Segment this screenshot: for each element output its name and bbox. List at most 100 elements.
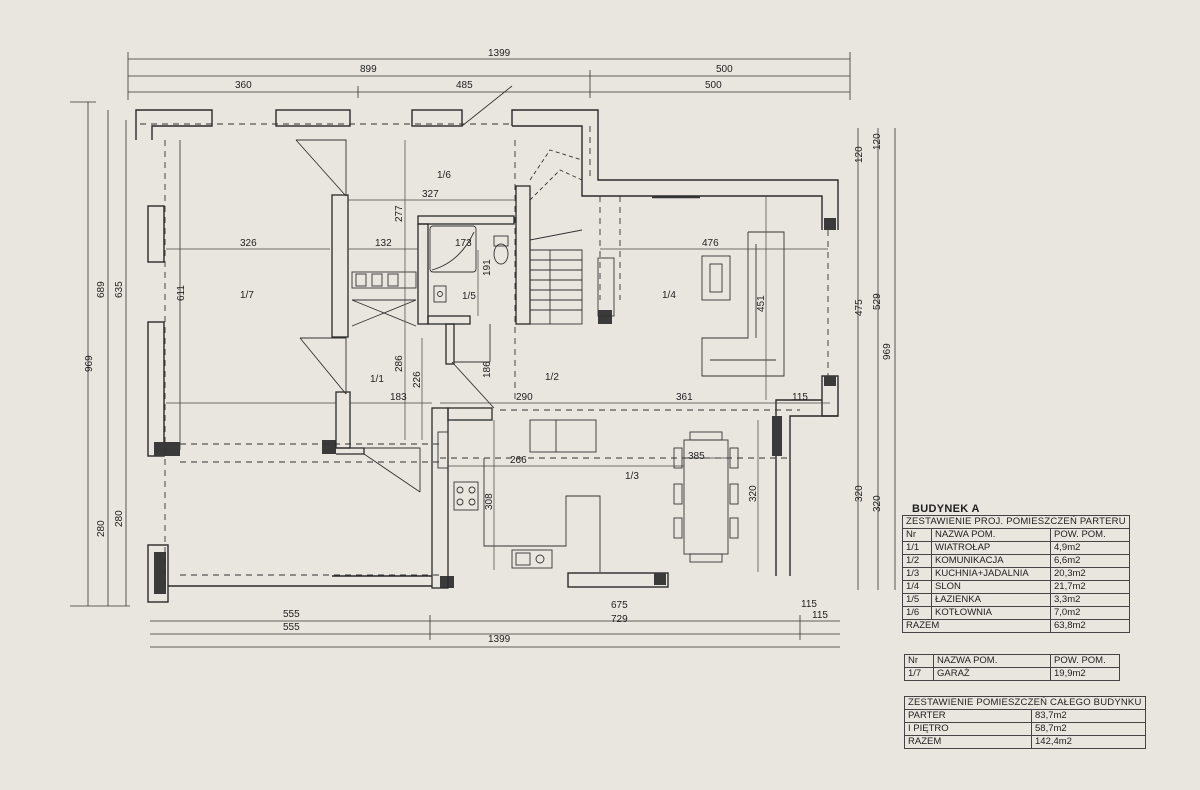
cell-name: KOMUNIKACJA	[931, 554, 1051, 568]
dim-left-total: 969	[84, 355, 95, 372]
dim-266: 266	[510, 455, 527, 466]
cell-nr: 1/3	[902, 567, 932, 581]
dim-right-c: 475	[854, 299, 865, 316]
structural-columns	[154, 218, 836, 594]
table-header-name: NAZWA POM.	[931, 528, 1051, 542]
dim-191: 191	[482, 259, 493, 276]
cell-name: KUCHNIA+JADALNIA	[931, 567, 1051, 581]
table-header-nr: Nr	[902, 528, 932, 542]
room-label-1-3: 1/3	[625, 471, 639, 482]
dim-bottom-c: 115	[801, 599, 817, 610]
dim-286: 286	[394, 355, 405, 372]
dim-right-f: 320	[854, 485, 865, 502]
cell-area: 142,4m2	[1031, 735, 1146, 749]
dimension-lines-bottom	[150, 615, 840, 648]
dim-top-e: 500	[705, 80, 722, 91]
dim-186: 186	[482, 361, 493, 378]
dim-right-b: 120	[872, 133, 883, 150]
whole-building-table-caption: ZESTAWIENIE POMIESZCZEŃ CAŁEGO BUDYNKU	[904, 696, 1146, 710]
dim-top-a: 899	[360, 64, 377, 75]
whole-building-table: ZESTAWIENIE POMIESZCZEŃ CAŁEGO BUDYNKU P…	[904, 696, 1146, 749]
dim-bottom-a: 555	[283, 609, 300, 620]
ground-floor-rooms-table: ZESTAWIENIE PROJ. POMIESZCZEŃ PARTERU Nr…	[902, 515, 1130, 633]
dim-bottom-e: 729	[611, 614, 628, 625]
dim-left-a: 689	[96, 281, 107, 298]
cell-nr: 1/4	[902, 580, 932, 594]
dim-326: 326	[240, 238, 257, 249]
bathroom-fixtures	[429, 225, 509, 303]
dim-left-d: 280	[96, 520, 107, 537]
dim-226: 226	[412, 371, 423, 388]
cell-nr: 1/5	[902, 593, 932, 607]
dimension-lines-top	[127, 52, 851, 100]
dim-132: 132	[375, 238, 392, 249]
dim-bottom-d: 555	[283, 622, 300, 633]
cell-area: 3,3m2	[1050, 593, 1130, 607]
dim-top-b: 500	[716, 64, 733, 75]
cell-area: 20,3m2	[1050, 567, 1130, 581]
dim-top-c: 360	[235, 80, 252, 91]
garage-header-nr: Nr	[904, 654, 934, 668]
cell-nr: 1/6	[902, 606, 932, 620]
ground-floor-table-caption: ZESTAWIENIE PROJ. POMIESZCZEŃ PARTERU	[902, 515, 1130, 529]
cell-nr: 1/7	[904, 667, 934, 681]
dim-bottom-total: 1399	[488, 634, 511, 645]
cell-name: SLON	[931, 580, 1051, 594]
exterior-walls	[135, 109, 839, 603]
cell-name: WIATROŁAP	[931, 541, 1051, 555]
room-label-1-2: 1/2	[545, 372, 559, 383]
dim-left-b: 635	[114, 281, 125, 298]
garage-header-name: NAZWA POM.	[933, 654, 1051, 668]
cell-area: 21,7m2	[1050, 580, 1130, 594]
garage-header-area: POW. POM.	[1050, 654, 1120, 668]
dim-right-e: 969	[882, 343, 893, 360]
table-header-area: POW. POM.	[1050, 528, 1130, 542]
total-value: 63,8m2	[1050, 619, 1130, 633]
dim-451: 451	[756, 295, 767, 312]
cell-area: 58,7m2	[1031, 722, 1146, 736]
cell-nr: 1/2	[902, 554, 932, 568]
cell-name: ŁAZIENKA	[931, 593, 1051, 607]
dim-476: 476	[702, 238, 719, 249]
dim-361: 361	[676, 392, 693, 403]
dim-right-a: 120	[854, 146, 865, 163]
living-room-furniture	[597, 195, 785, 377]
room-label-1-6: 1/6	[437, 170, 451, 181]
dim-308: 308	[484, 493, 495, 510]
dim-115: 115	[792, 392, 808, 403]
dim-277: 277	[394, 205, 405, 222]
dim-183: 183	[390, 392, 407, 403]
dim-left-e: 280	[114, 510, 125, 527]
cell-area: 6,6m2	[1050, 554, 1130, 568]
cell-area: 4,9m2	[1050, 541, 1130, 555]
dim-327: 327	[422, 189, 439, 200]
dim-left-c: 611	[176, 285, 187, 301]
building-title: BUDYNEK A	[912, 503, 980, 515]
cell-area: 19,9m2	[1050, 667, 1120, 681]
boiler-room-equipment	[351, 271, 417, 289]
dimension-lines-right	[857, 128, 896, 590]
cell-area: 7,0m2	[1050, 606, 1130, 620]
cell-name: RAZEM	[904, 735, 1032, 749]
total-label: RAZEM	[902, 619, 1051, 633]
door-swings	[295, 85, 513, 493]
room-label-1-7: 1/7	[240, 290, 254, 301]
dim-385: 385	[688, 451, 705, 462]
dim-320: 320	[748, 485, 759, 502]
interior-walls	[331, 185, 531, 589]
staircase	[529, 149, 583, 325]
dim-173: 173	[455, 238, 472, 249]
dimension-lines-left	[70, 101, 181, 607]
cell-name: PARTER	[904, 709, 1032, 723]
